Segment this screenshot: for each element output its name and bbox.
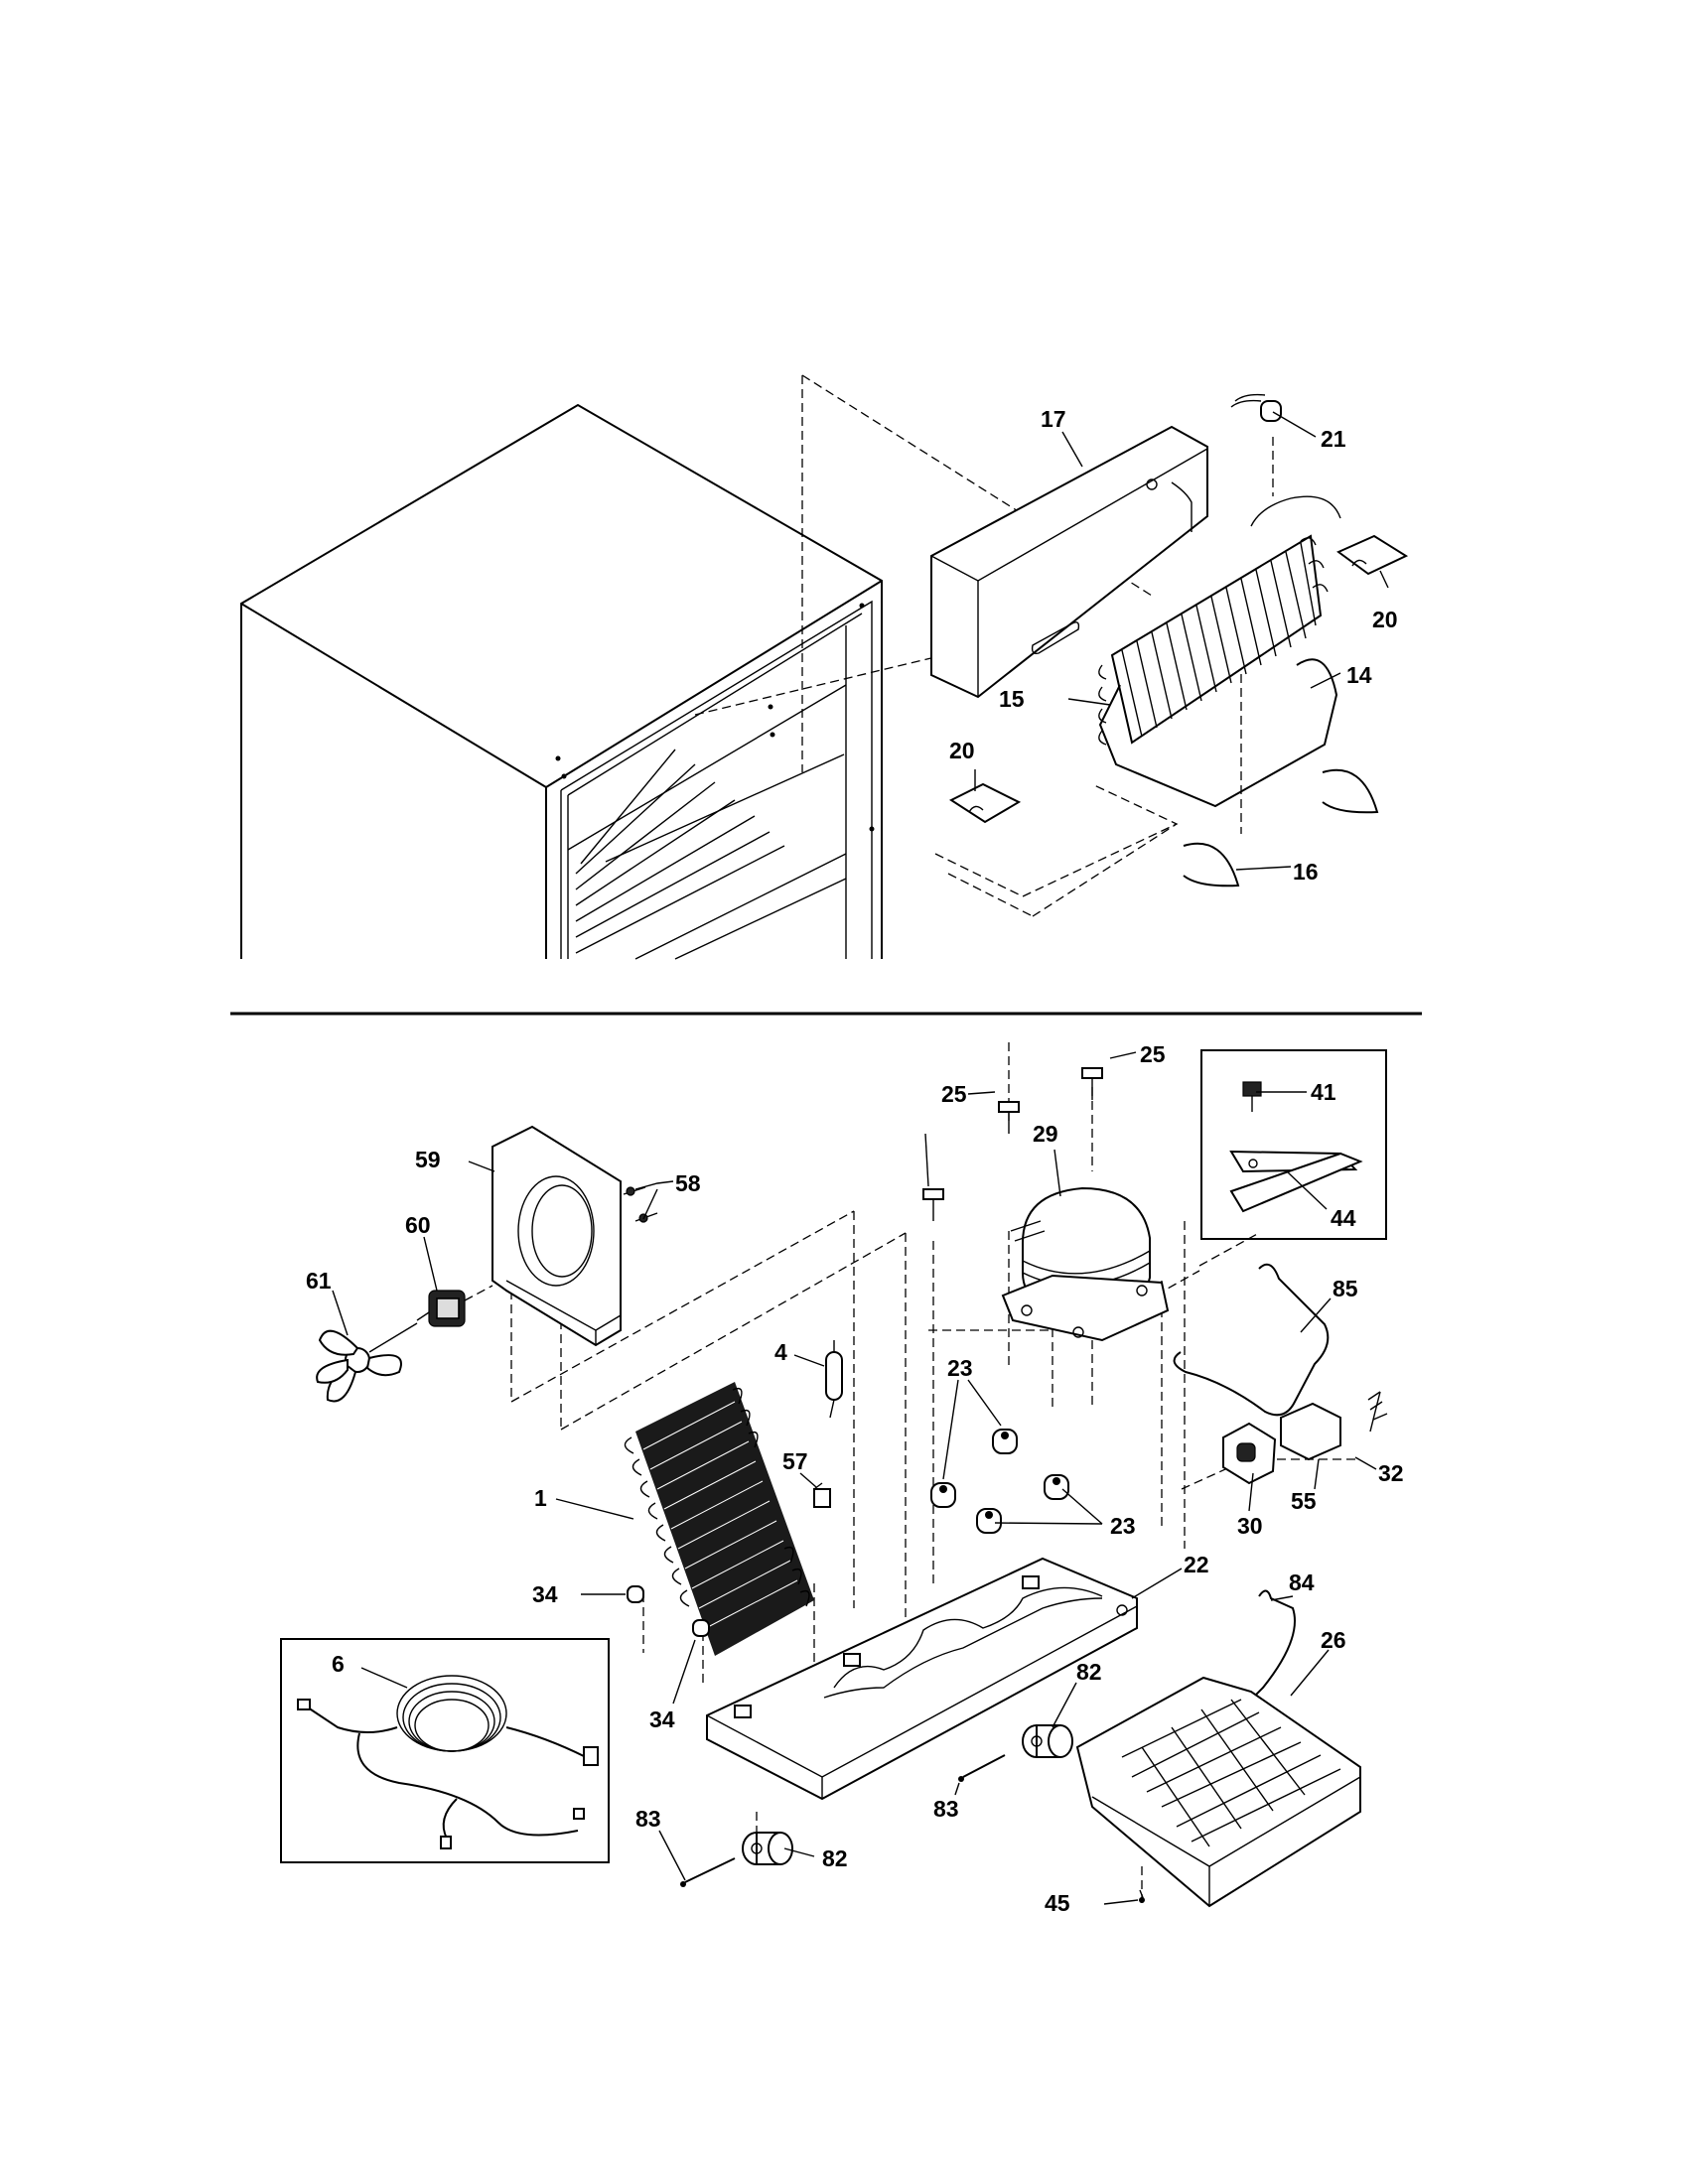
callout-14: 14 <box>1346 662 1372 688</box>
part-1-condenser <box>624 1382 814 1656</box>
callout-15: 15 <box>999 686 1025 712</box>
callout-leaders <box>332 411 1389 1905</box>
part-25-screws <box>922 1067 1103 1221</box>
callout-30: 30 <box>1237 1513 1263 1539</box>
callout-44: 44 <box>1331 1205 1356 1231</box>
callout-58: 58 <box>675 1170 701 1196</box>
part-29-compressor <box>1001 1186 1170 1342</box>
part-20-pad-right <box>1336 534 1409 576</box>
part-55-overload <box>1280 1402 1341 1461</box>
inset-box-6-power-cord <box>280 1638 610 1863</box>
part-20-pad-left <box>934 782 1179 897</box>
callout-83-right: 83 <box>933 1796 959 1822</box>
part-21-fitting <box>1230 393 1282 422</box>
callout-57: 57 <box>782 1448 808 1474</box>
part-59-fan-shroud <box>491 1125 622 1347</box>
part-60-fan-motor <box>416 1285 493 1327</box>
alignment-lines-upper <box>694 374 1274 917</box>
callout-23-upper: 23 <box>947 1355 973 1381</box>
part-82-feet <box>742 1724 1073 1865</box>
callout-60: 60 <box>405 1212 431 1238</box>
part-4-drier <box>825 1340 843 1419</box>
callout-34-a: 34 <box>532 1581 558 1607</box>
part-15-evaporator <box>1098 495 1341 746</box>
part-23-grommets <box>930 1429 1069 1534</box>
callout-32: 32 <box>1378 1460 1404 1486</box>
inset-box-41-44 <box>1200 1049 1387 1240</box>
part-57-clip <box>813 1482 831 1508</box>
callout-82-upper: 82 <box>1076 1659 1102 1685</box>
callout-17: 17 <box>1041 406 1066 432</box>
callout-59: 59 <box>415 1147 441 1172</box>
callout-85: 85 <box>1333 1276 1358 1301</box>
callout-23-lower: 23 <box>1110 1513 1136 1539</box>
callout-25-b: 25 <box>941 1081 967 1107</box>
callout-20-upper-right: 20 <box>1372 607 1398 632</box>
part-17-evaporator-cover <box>930 425 1208 699</box>
part-45-screw <box>1139 1889 1145 1903</box>
callout-6: 6 <box>332 1651 345 1677</box>
part-16-clips <box>1183 768 1379 887</box>
callout-34-b: 34 <box>649 1706 675 1732</box>
part-85-tube <box>1173 1263 1330 1417</box>
callout-22: 22 <box>1184 1552 1209 1577</box>
part-14-heater-tube <box>1098 658 1338 808</box>
callout-61: 61 <box>306 1268 332 1294</box>
part-61-fan-blade <box>316 1322 418 1403</box>
callout-29: 29 <box>1033 1121 1058 1147</box>
callout-25-a: 25 <box>1140 1041 1166 1067</box>
callout-26: 26 <box>1321 1627 1346 1653</box>
callout-45: 45 <box>1045 1890 1070 1916</box>
callout-21: 21 <box>1321 426 1346 452</box>
callout-labels: 17 21 20 14 15 20 16 25 25 41 29 59 58 4… <box>306 406 1404 1916</box>
part-32-wire <box>1367 1391 1388 1433</box>
callout-4: 4 <box>774 1339 787 1365</box>
part-30-relay <box>1222 1422 1277 1485</box>
part-22-base-plate <box>706 1557 1138 1801</box>
callout-16: 16 <box>1293 859 1319 885</box>
part-83-screws <box>680 1754 1006 1887</box>
part-34-grommets <box>627 1585 710 1637</box>
part-26-drain-pan <box>1075 1676 1361 1908</box>
callout-82-lower: 82 <box>822 1845 848 1871</box>
callout-55: 55 <box>1291 1488 1317 1514</box>
callout-84: 84 <box>1289 1570 1315 1595</box>
part-58-screws <box>623 1186 658 1223</box>
callout-20-upper-left: 20 <box>949 738 975 763</box>
callout-83-left: 83 <box>635 1806 661 1832</box>
callout-41: 41 <box>1311 1079 1336 1105</box>
refrigerator-cabinet <box>240 403 883 960</box>
callout-1: 1 <box>534 1485 547 1511</box>
